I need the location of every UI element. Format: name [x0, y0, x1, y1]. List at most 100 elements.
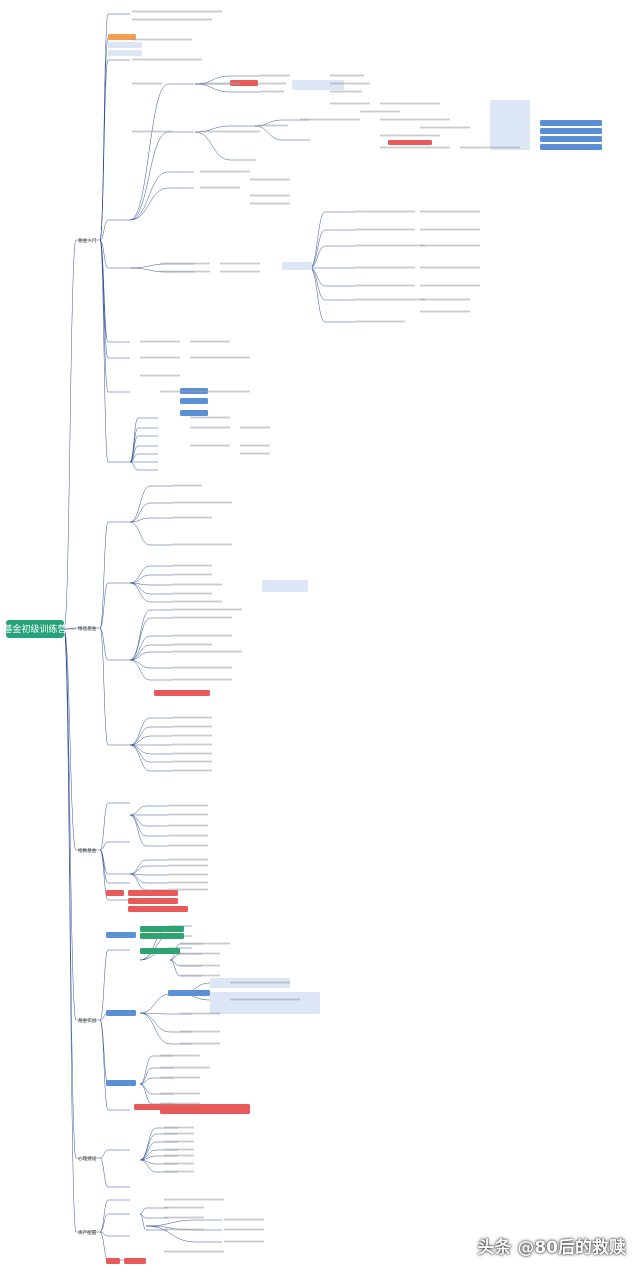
- leaf-text-placeholder: [240, 444, 270, 447]
- leaf-text-placeholder: [164, 1228, 204, 1231]
- leaf-text-placeholder: [164, 1162, 194, 1165]
- leaf-text-placeholder: [420, 210, 480, 213]
- leaf-text-placeholder: [172, 752, 212, 755]
- leaf-text-placeholder: [420, 244, 480, 247]
- highlight-badge: [292, 80, 344, 90]
- connector-line: [139, 1133, 157, 1161]
- connector-line: [194, 131, 231, 161]
- connector-line: [129, 517, 151, 523]
- leaf-text-placeholder: [168, 824, 208, 827]
- leaf-text-placeholder: [224, 1218, 264, 1221]
- connector-line: [129, 263, 169, 269]
- connector-line: [129, 187, 169, 221]
- connector-line: [139, 1055, 153, 1085]
- branch-alloc[interactable]: 资产配置: [78, 1229, 97, 1236]
- connector-line: [129, 744, 151, 772]
- leaf-text-placeholder: [300, 118, 360, 121]
- connector-line: [129, 427, 139, 463]
- highlight-badge: [106, 1080, 136, 1086]
- leaf-text-placeholder: [160, 270, 210, 273]
- connector-line: [129, 521, 151, 546]
- connector-line: [99, 239, 109, 343]
- connector-line: [63, 628, 77, 1021]
- highlight-badge: [210, 992, 320, 1014]
- connector-line: [99, 1199, 109, 1233]
- highlight-badge: [154, 690, 210, 696]
- connector-line: [129, 453, 139, 463]
- connector-line: [139, 1207, 147, 1215]
- connector-line: [139, 1159, 157, 1173]
- connector-line: [99, 1149, 109, 1159]
- leaf-text-placeholder: [168, 813, 208, 816]
- leaf-text-placeholder: [168, 873, 208, 876]
- leaf-text-placeholder: [420, 228, 480, 231]
- connector-line: [129, 609, 151, 661]
- leaf-text-placeholder: [190, 340, 230, 343]
- leaf-text-placeholder: [420, 126, 470, 129]
- connector-line: [129, 659, 151, 669]
- leaf-text-placeholder: [160, 1054, 200, 1057]
- highlight-badge: [490, 100, 530, 150]
- leaf-text-placeholder: [250, 202, 290, 205]
- highlight-badge: [128, 906, 188, 912]
- connector-line: [99, 1231, 109, 1261]
- root-node[interactable]: [6, 620, 64, 638]
- leaf-text-placeholder: [172, 592, 212, 595]
- highlight-badge: [128, 898, 178, 904]
- leaf-text-placeholder: [172, 760, 212, 763]
- highlight-badge: [180, 398, 208, 404]
- branch-select[interactable]: 精选基金: [78, 625, 97, 632]
- highlight-badge: [106, 1010, 136, 1016]
- leaf-text-placeholder: [164, 1216, 204, 1219]
- connector-line: [309, 267, 326, 323]
- connector-line: [63, 628, 77, 1159]
- branch-index[interactable]: 指数基金: [78, 847, 97, 854]
- leaf-text-placeholder: [168, 881, 208, 884]
- highlight-badge: [128, 890, 178, 896]
- leaf-text-placeholder: [420, 310, 470, 313]
- leaf-text-placeholder: [355, 284, 415, 287]
- leaf-text-placeholder: [164, 1154, 194, 1157]
- connector-line: [129, 502, 151, 523]
- connector-line: [139, 1012, 171, 1015]
- branch-practice[interactable]: 基金实战: [78, 1017, 97, 1024]
- leaf-text-placeholder: [172, 734, 212, 737]
- branch-mindset[interactable]: 心理建设: [78, 1155, 97, 1162]
- connector-line: [129, 814, 147, 827]
- connector-line: [139, 1083, 153, 1095]
- branch-basics[interactable]: 基金入门: [78, 237, 97, 244]
- connector-line: [129, 617, 151, 661]
- connector-line: [129, 574, 151, 584]
- leaf-text-placeholder: [380, 134, 440, 137]
- highlight-badge: [108, 42, 142, 48]
- leaf-text-placeholder: [132, 18, 212, 21]
- leaf-text-placeholder: [132, 10, 222, 13]
- connector-line: [139, 1141, 157, 1161]
- leaf-text-placeholder: [168, 864, 208, 867]
- leaf-text-placeholder: [180, 1042, 220, 1045]
- leaf-text-placeholder: [168, 888, 208, 891]
- leaf-text-placeholder: [164, 1198, 224, 1201]
- leaf-text-placeholder: [230, 998, 300, 1001]
- connector-line: [145, 1225, 197, 1243]
- highlight-badge: [540, 136, 602, 142]
- connector-line: [129, 83, 169, 221]
- leaf-text-placeholder: [168, 834, 208, 837]
- connector-line: [99, 1019, 109, 1111]
- leaf-text-placeholder: [172, 501, 232, 504]
- leaf-text-placeholder: [172, 516, 212, 519]
- leaf-text-placeholder: [168, 844, 208, 847]
- connector-line: [129, 565, 151, 584]
- connector-line: [99, 219, 109, 241]
- highlight-badge: [180, 410, 208, 416]
- connector-line: [99, 239, 109, 359]
- watermark: 头条 @80后的救赎: [477, 1238, 626, 1258]
- connector-line: [129, 814, 147, 847]
- connector-line: [129, 445, 139, 463]
- leaf-text-placeholder: [380, 102, 440, 105]
- leaf-text-placeholder: [355, 266, 415, 269]
- connector-line: [194, 125, 231, 133]
- highlight-badge: [106, 932, 136, 938]
